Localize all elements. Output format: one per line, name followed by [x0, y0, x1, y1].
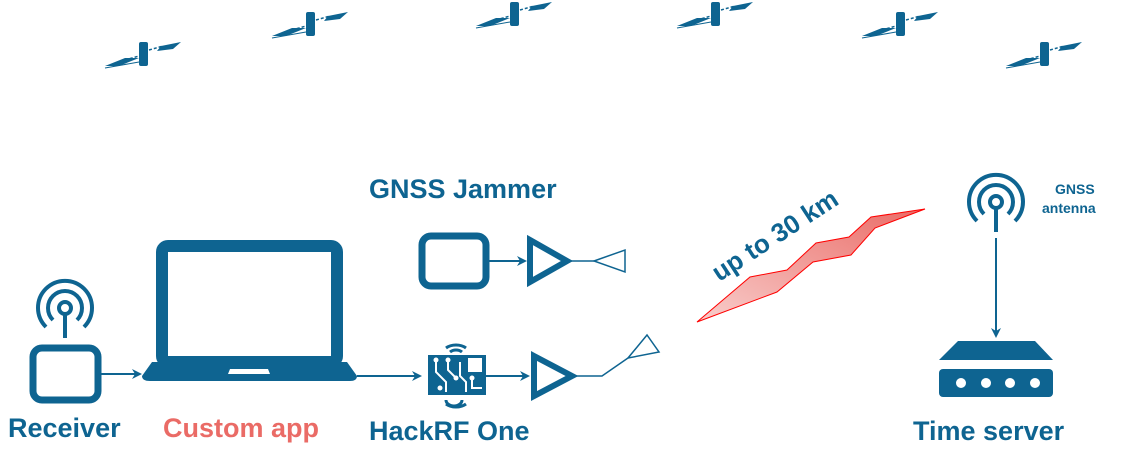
hackrf-label: HackRF One	[369, 416, 530, 446]
satellite-icon	[475, 1, 553, 29]
wireless-link-bolt	[696, 208, 926, 323]
laptop-icon	[142, 240, 357, 381]
gnss-antenna-label: GNSS antenna	[1042, 180, 1096, 218]
receiver-box	[29, 344, 102, 404]
receiver-label: Receiver	[8, 413, 121, 443]
jammer-box	[418, 232, 490, 290]
custom-app-label: Custom app	[163, 413, 320, 443]
satellite-icon	[1005, 41, 1083, 69]
jammer-antenna-icon	[591, 248, 626, 274]
hackrf-antenna-icon	[626, 333, 661, 360]
gnss-antenna-icon	[967, 172, 1025, 234]
gnss-antenna-label-line2: antenna	[1042, 200, 1096, 216]
satellite-icon	[861, 11, 939, 39]
satellite-icon	[676, 1, 754, 29]
hackrf-antenna-feed	[575, 357, 629, 377]
receiver-antenna-icon	[36, 278, 94, 340]
hackrf-icon	[428, 343, 486, 409]
gnss-antenna-label-line1: GNSS	[1055, 181, 1095, 197]
time-server-icon	[939, 341, 1053, 397]
satellite-icon	[104, 41, 182, 69]
satellite-icon	[271, 11, 349, 39]
amplifier-icon	[531, 351, 579, 401]
jammer-amplifier-icon	[527, 234, 574, 288]
gnss-jammer-label: GNSS Jammer	[369, 174, 557, 204]
time-server-label: Time server	[913, 416, 1065, 446]
